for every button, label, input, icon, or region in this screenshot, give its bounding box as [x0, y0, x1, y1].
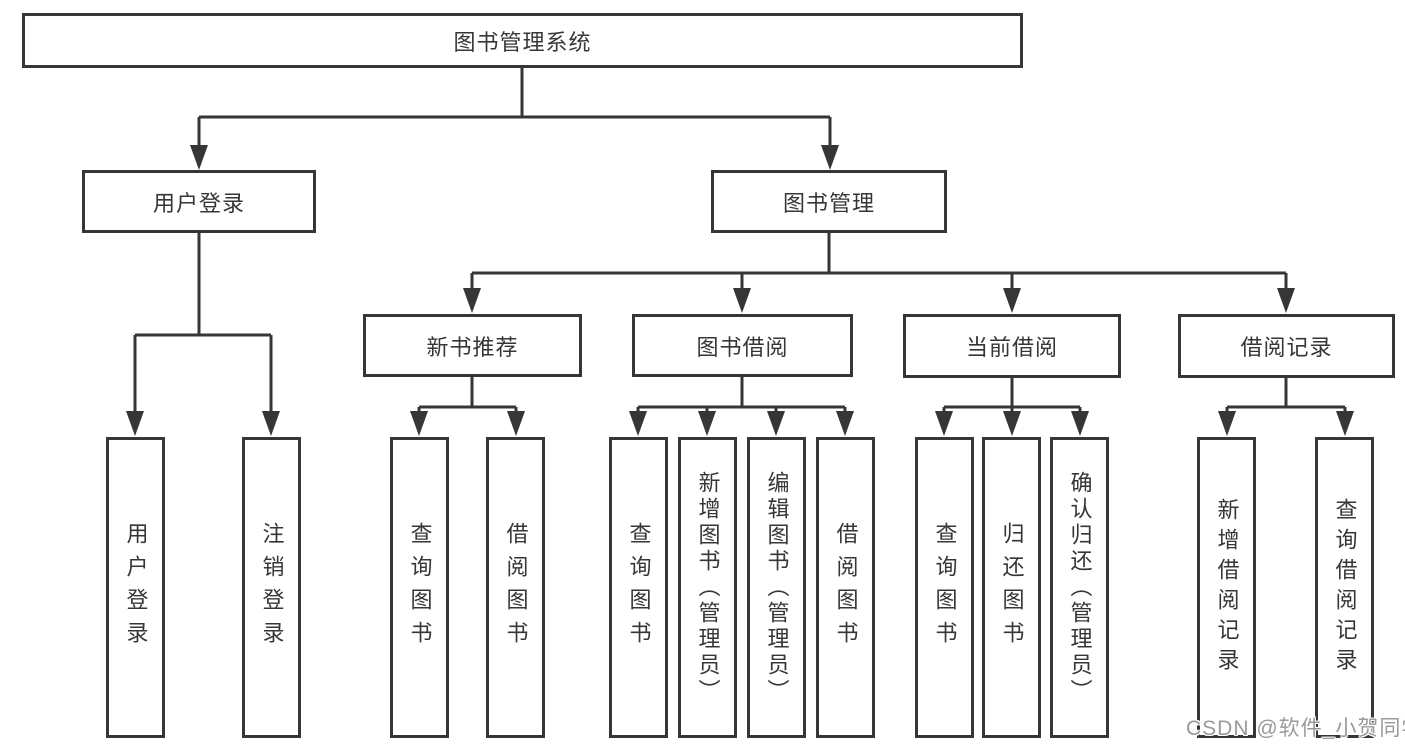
node-book-borrow-label: 图书借阅 — [696, 334, 789, 360]
arrowhead — [507, 411, 525, 436]
node-cb-confirm-label: 确认归还（管理员） — [1067, 470, 1093, 705]
arrowhead — [733, 288, 751, 313]
node-new-book-rec-label: 新书推荐 — [426, 334, 519, 360]
arrowhead — [262, 411, 280, 436]
arrowhead — [1218, 411, 1236, 436]
connector-book-borrow-children — [636, 377, 847, 412]
node-leaf-logout: 注销登录 — [242, 437, 301, 738]
node-current-borrow: 当前借阅 — [903, 314, 1121, 378]
node-user-login-label: 用户登录 — [152, 190, 245, 216]
node-cb-query: 查询图书 — [915, 437, 974, 738]
node-leaf-logout-label: 注销登录 — [259, 521, 285, 654]
arrowhead — [1003, 288, 1021, 313]
arrowhead — [767, 411, 785, 436]
node-bb-query-label: 查询图书 — [626, 521, 652, 654]
node-bb-edit: 编辑图书（管理员） — [747, 437, 806, 738]
node-book-borrow: 图书借阅 — [632, 314, 853, 377]
node-cb-confirm: 确认归还（管理员） — [1050, 437, 1109, 738]
node-br-query: 查询借阅记录 — [1315, 437, 1374, 738]
node-root: 图书管理系统 — [22, 13, 1023, 68]
node-bb-query: 查询图书 — [609, 437, 668, 738]
node-new-book-rec: 新书推荐 — [363, 314, 582, 377]
node-nb-borrow: 借阅图书 — [486, 437, 545, 738]
node-book-mgmt-label: 图书管理 — [782, 190, 875, 216]
node-borrow-record: 借阅记录 — [1178, 314, 1395, 378]
node-bb-borrow: 借阅图书 — [816, 437, 875, 738]
node-bb-borrow-label: 借阅图书 — [833, 521, 859, 654]
node-leaf-user-login: 用户登录 — [106, 437, 165, 738]
node-br-query-label: 查询借阅记录 — [1332, 497, 1358, 678]
node-bb-edit-label: 编辑图书（管理员） — [764, 470, 790, 705]
watermark: CSDN @软件_小贺同学 — [1186, 717, 1405, 740]
node-nb-query: 查询图书 — [390, 437, 449, 738]
node-bb-add-label: 新增图书（管理员） — [695, 470, 721, 705]
arrowhead — [1071, 411, 1089, 436]
arrowhead — [1277, 288, 1295, 313]
connector-root-to-level2 — [197, 68, 832, 146]
arrowhead — [463, 288, 481, 313]
arrowhead — [126, 411, 144, 436]
arrowhead — [190, 145, 208, 170]
node-cb-return: 归还图书 — [982, 437, 1041, 738]
arrowhead — [410, 411, 428, 436]
arrowhead — [935, 411, 953, 436]
node-leaf-user-login-label: 用户登录 — [123, 521, 149, 654]
arrowhead — [1336, 411, 1354, 436]
arrowhead — [629, 411, 647, 436]
node-book-mgmt: 图书管理 — [711, 170, 947, 233]
arrowhead — [821, 145, 839, 170]
node-current-borrow-label: 当前借阅 — [965, 335, 1058, 360]
connector-borrow-record-children — [1225, 378, 1347, 412]
node-cb-return-label: 归还图书 — [999, 521, 1025, 654]
connector-new-book-rec-children — [417, 377, 518, 412]
node-br-add-label: 新增借阅记录 — [1214, 497, 1240, 678]
node-nb-query-label: 查询图书 — [407, 521, 433, 654]
node-nb-borrow-label: 借阅图书 — [503, 521, 529, 654]
arrowhead — [1003, 411, 1021, 436]
arrowhead — [836, 411, 854, 436]
node-root-label: 图书管理系统 — [453, 29, 592, 55]
node-borrow-record-label: 借阅记录 — [1240, 335, 1333, 360]
node-cb-query-label: 查询图书 — [932, 521, 958, 654]
node-user-login: 用户登录 — [82, 170, 316, 233]
node-br-add: 新增借阅记录 — [1197, 437, 1256, 738]
connector-user-login-children — [133, 233, 273, 412]
connector-current-borrow-children — [942, 378, 1082, 412]
node-bb-add: 新增图书（管理员） — [678, 437, 737, 738]
arrowhead — [698, 411, 716, 436]
connector-book-mgmt-children — [470, 233, 1288, 289]
